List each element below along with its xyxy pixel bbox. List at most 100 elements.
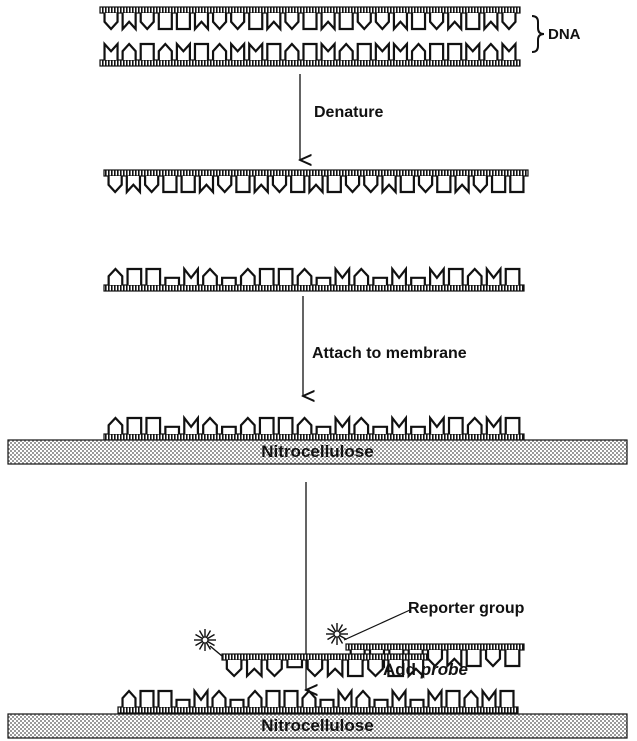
base-glyph	[287, 660, 302, 667]
base-glyph	[249, 13, 262, 29]
base-glyph	[430, 269, 444, 285]
base-glyph	[127, 176, 140, 192]
base-glyph	[336, 269, 350, 285]
base-glyph	[506, 269, 520, 285]
base-glyph	[200, 176, 213, 192]
base-glyph	[231, 700, 244, 707]
base-glyph	[285, 13, 298, 29]
reporter-ray	[332, 637, 336, 644]
base-glyph	[492, 176, 505, 192]
base-glyph	[419, 176, 432, 192]
base-glyph	[339, 691, 352, 707]
base-glyph	[447, 691, 460, 707]
base-glyph	[105, 44, 118, 60]
probe-emphasis: probe	[421, 660, 468, 679]
reporter-ray	[195, 642, 202, 646]
base-glyph	[203, 418, 217, 434]
base-glyph	[159, 13, 172, 29]
reporter-ray	[195, 635, 202, 639]
base-glyph	[487, 269, 501, 285]
base-glyph	[486, 650, 500, 666]
base-glyph	[177, 44, 190, 60]
base-glyph	[249, 44, 262, 60]
base-glyph	[328, 176, 341, 192]
base-glyph	[222, 427, 236, 434]
base-glyph	[412, 13, 425, 29]
base-glyph	[376, 44, 389, 60]
base-glyph	[505, 650, 519, 666]
base-glyph	[222, 278, 236, 285]
base-glyph	[298, 418, 312, 434]
base-glyph	[328, 660, 343, 676]
base-glyph	[273, 176, 286, 192]
reporter-core	[202, 637, 208, 643]
base-glyph	[303, 44, 316, 60]
base-glyph	[260, 418, 274, 434]
base-glyph	[483, 691, 496, 707]
base-glyph	[123, 44, 136, 60]
lower-strand-backbone	[104, 285, 524, 291]
base-glyph	[247, 660, 262, 676]
base-glyph	[501, 691, 514, 707]
base-glyph	[213, 44, 226, 60]
base-glyph	[128, 418, 142, 434]
base-glyph	[502, 13, 515, 29]
base-glyph	[392, 269, 406, 285]
base-glyph	[376, 13, 389, 29]
base-glyph	[184, 269, 198, 285]
base-glyph	[241, 269, 255, 285]
base-glyph	[448, 44, 461, 60]
base-glyph	[357, 691, 370, 707]
reporter-ray	[200, 630, 204, 637]
base-glyph	[163, 176, 176, 192]
base-glyph	[249, 691, 262, 707]
base-glyph	[109, 269, 123, 285]
upper-strand-backbone	[104, 170, 528, 176]
dna-backbone-bottom	[100, 60, 520, 66]
hybridized-target-strand	[118, 691, 518, 713]
hybrid-target-backbone	[118, 707, 518, 713]
reporter-label: Reporter group	[408, 600, 524, 618]
base-glyph	[159, 44, 172, 60]
base-glyph	[285, 44, 298, 60]
base-glyph	[429, 691, 442, 707]
base-glyph	[430, 44, 443, 60]
base-glyph	[358, 13, 371, 29]
base-glyph	[145, 176, 158, 192]
attached-backbone	[104, 434, 524, 440]
base-glyph	[394, 44, 407, 60]
single-strand-upper	[104, 170, 528, 192]
base-glyph	[484, 44, 497, 60]
base-glyph	[203, 269, 217, 285]
base-glyph	[336, 418, 350, 434]
base-glyph	[430, 13, 443, 29]
base-glyph	[141, 44, 154, 60]
base-glyph	[401, 176, 414, 192]
base-glyph	[213, 691, 226, 707]
base-glyph	[123, 691, 136, 707]
base-glyph	[255, 176, 268, 192]
base-glyph	[195, 691, 208, 707]
base-glyph	[448, 13, 461, 29]
base-glyph	[267, 660, 282, 676]
base-glyph	[123, 13, 136, 29]
reporter-group-icon	[326, 623, 348, 645]
reporter-ray	[339, 624, 343, 631]
base-glyph	[468, 269, 482, 285]
base-glyph	[411, 700, 424, 707]
base-glyph	[394, 13, 407, 29]
reporter-ray	[339, 637, 343, 644]
base-glyph	[177, 13, 190, 29]
base-glyph	[346, 176, 359, 192]
base-glyph	[109, 418, 123, 434]
double-stranded-dna	[100, 7, 520, 66]
base-glyph	[267, 44, 280, 60]
dna-label: DNA	[548, 26, 581, 43]
membrane-label-bottom: Nitrocellulose	[8, 716, 627, 736]
reporter-leader-line	[344, 610, 410, 640]
base-glyph	[141, 691, 154, 707]
base-glyph	[382, 176, 395, 192]
base-glyph	[411, 427, 425, 434]
base-glyph	[393, 691, 406, 707]
base-glyph	[177, 700, 190, 707]
